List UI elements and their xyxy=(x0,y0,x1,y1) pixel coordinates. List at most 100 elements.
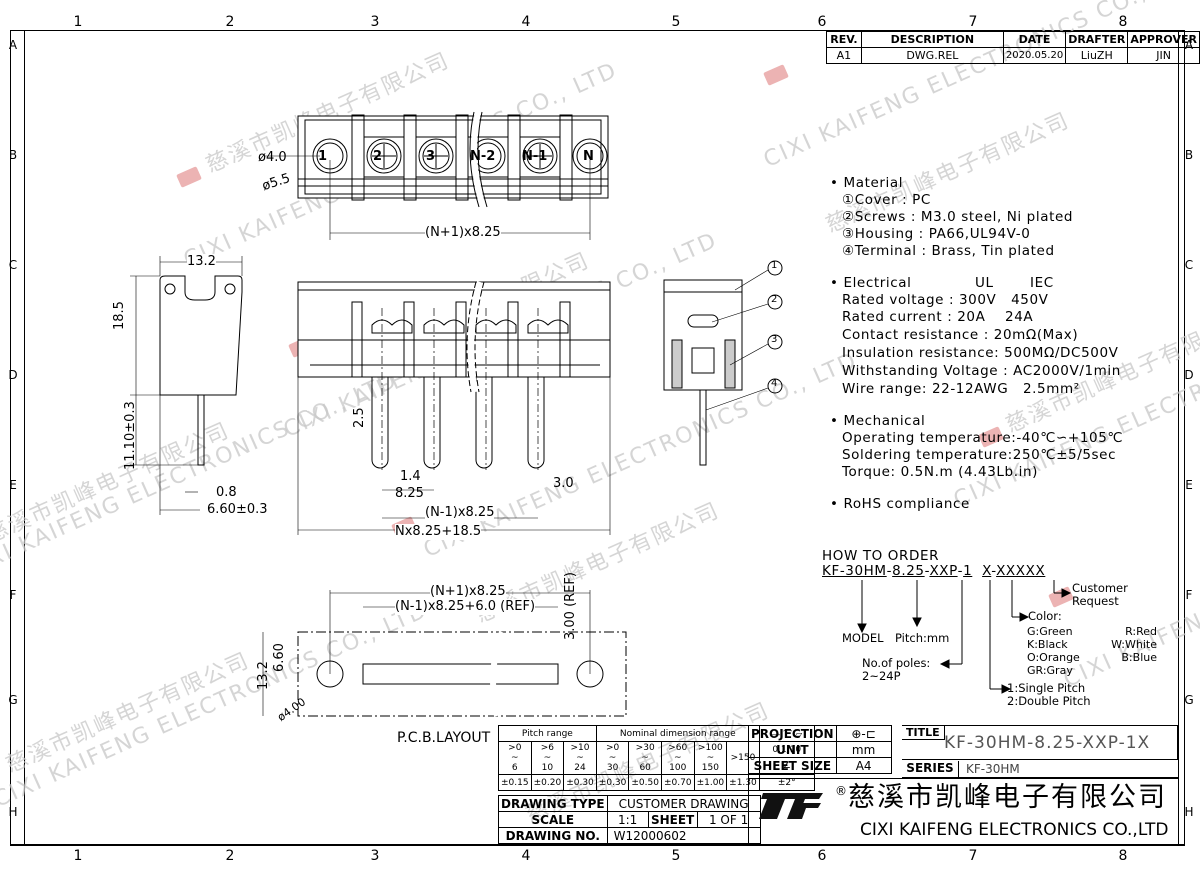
top-view xyxy=(265,111,609,240)
dim-pcb-slot: (N-1)x8.25+6.0 (REF) xyxy=(395,599,536,615)
dim-pin-length: 11.10±0.3 xyxy=(123,401,138,470)
dim-total-length: Nx8.25+18.5 xyxy=(395,524,482,540)
col-1-bottom: 1 xyxy=(73,848,83,864)
col-4-bottom: 4 xyxy=(521,848,531,864)
terminal-3: 3 xyxy=(426,149,436,164)
poles-line: No.of poles: xyxy=(862,656,931,670)
title-label: TITLE xyxy=(902,726,945,741)
dim-tail: 3.0 xyxy=(553,476,574,491)
order-code: KF-30HM-8.25-XXP-1 X-XXXXX xyxy=(822,563,1046,579)
title-block-divider xyxy=(748,778,1178,779)
rev-value: A1 xyxy=(826,47,862,64)
color-gray: GR:Gray xyxy=(1027,664,1073,677)
revision-table: REV. DESCRIPTION DATE DRAFTER APPROVER A… xyxy=(826,31,1200,64)
col-2: 2 xyxy=(225,14,235,30)
tolerance-cell: ±0.50 xyxy=(628,774,662,791)
dim-side-width: 13.2 xyxy=(187,254,216,270)
pitch-type-line: 1:Single Pitch xyxy=(1007,681,1086,695)
range-cell: >60~100 xyxy=(660,741,695,775)
row-B: B xyxy=(8,148,18,162)
callout-1: 1 xyxy=(771,260,778,271)
sheet-value: 1 OF 1 xyxy=(696,811,761,828)
pitch-range-header: Pitch range xyxy=(498,725,597,742)
row-C: C xyxy=(8,258,18,272)
drawing-info-table: DRAWING TYPE CUSTOMER DRAWING SCALE 1:1 … xyxy=(498,795,761,844)
row-F-right: F xyxy=(1185,588,1193,602)
pitch-type-line: 2:Double Pitch xyxy=(1007,694,1091,708)
code-poles: XXP xyxy=(929,563,958,579)
customer-line: Customer xyxy=(1072,581,1128,595)
table-row: A1 DWG.REL 2020.05.20 LiuZH JIN xyxy=(826,47,1200,64)
drafter-value: LiuZH xyxy=(1065,47,1129,64)
description-header: DESCRIPTION xyxy=(860,31,1004,48)
col-5-bottom: 5 xyxy=(671,848,681,864)
how-to-order: HOW TO ORDER KF-30HM-8.25-XXP-1 X-XXXXX … xyxy=(822,548,1172,718)
terminal-1: 1 xyxy=(318,149,328,164)
rev-header: REV. xyxy=(826,31,862,48)
row-D-right: D xyxy=(1184,368,1194,382)
col-1: 1 xyxy=(73,14,83,30)
drawing-frame-inner xyxy=(24,30,1179,845)
title-block-left-border xyxy=(748,725,749,845)
dim-top-span: (N+1)x8.25 xyxy=(425,225,501,241)
dim-pcb-slot-height: 3.00 (REF) xyxy=(563,572,578,640)
code-customer: XXXXX xyxy=(996,563,1046,579)
color-label: Color: xyxy=(1028,609,1062,623)
spec-line: Rated voltage : 300V 450V xyxy=(842,292,1049,308)
terminal-n: N xyxy=(583,149,594,164)
tolerance-cell: ±1.00 xyxy=(693,774,728,791)
color-red: R:Red xyxy=(1125,625,1157,638)
series-row: SERIES KF-30HM xyxy=(902,760,1178,778)
tolerance-cell: ±0.30 xyxy=(563,774,597,791)
registered-mark: ® xyxy=(835,784,847,798)
tolerance-cell: ±0.15 xyxy=(498,774,532,791)
terminal-n-1: N-1 xyxy=(522,149,548,164)
spec-line: Soldering temperature:250℃±5/5sec xyxy=(842,447,1117,463)
title-cell: TITLE KF-30HM-8.25-XXP-1X xyxy=(902,725,1178,760)
frame-bottom-line xyxy=(10,845,1185,846)
row-G-right: G xyxy=(1184,693,1194,707)
company-logo xyxy=(757,785,827,829)
col-8: 8 xyxy=(1118,14,1128,30)
specs-block: • Material ①Cover : PC ②Screws : M3.0 st… xyxy=(830,175,1123,513)
terminal-n-2: N-2 xyxy=(470,149,496,164)
range-cell: >0~30 xyxy=(595,741,630,775)
nominal-range-header: Nominal dimension range xyxy=(595,725,760,742)
spec-line: Withstanding Voltage : AC2000V/1min xyxy=(842,363,1121,379)
front-view xyxy=(297,281,611,535)
callout-4: 4 xyxy=(771,378,778,389)
model-label: MODEL xyxy=(842,631,884,645)
company-name-cn: 慈溪市凯峰电子有限公司 xyxy=(848,782,1167,813)
description-value: DWG.REL xyxy=(860,47,1004,64)
col-3: 3 xyxy=(370,14,380,30)
callout-2: 2 xyxy=(771,294,778,305)
spec-line: ③Housing : PA66,UL94V-0 xyxy=(842,226,1031,242)
row-B-right: B xyxy=(1184,148,1194,162)
dim-pcb-span: (N+1)x8.25 xyxy=(430,584,506,600)
dim-pin-offset: 6.60±0.3 xyxy=(207,502,268,517)
tolerance-cell: ±0.20 xyxy=(530,774,565,791)
col-6: 6 xyxy=(817,14,827,30)
title-value: KF-30HM-8.25-XXP-1X xyxy=(944,733,1151,753)
projection-symbol-icon: ⊕-⊏ xyxy=(835,725,892,742)
dim-hole-inner: ø4.0 xyxy=(258,150,287,165)
series-label: SERIES xyxy=(902,761,959,777)
color-orange: O:Orange xyxy=(1027,651,1080,664)
sheet-size-value: A4 xyxy=(835,757,892,774)
dim-front-span: (N-1)x8.25 xyxy=(425,505,495,521)
code-pitch: 8.25 xyxy=(892,563,925,579)
row-C-right: C xyxy=(1184,258,1194,272)
unit-label: UNIT xyxy=(748,741,837,758)
poles-label: No.of poles: 2~24P xyxy=(862,657,930,683)
row-A: A xyxy=(8,38,18,52)
range-cell: >100~150 xyxy=(693,741,728,775)
approver-value: JIN xyxy=(1127,47,1200,64)
tolerance-cell: ±0.70 xyxy=(660,774,695,791)
spec-line: Wire range: 22-12AWG 2.5mm² xyxy=(842,381,1080,397)
poles-line: 2~24P xyxy=(862,669,901,683)
callout-3: 3 xyxy=(771,334,778,345)
date-header: DATE xyxy=(1002,31,1067,48)
customer-line: Request xyxy=(1072,594,1119,608)
pitch-type-label: 1:Single Pitch 2:Double Pitch xyxy=(1007,682,1091,708)
electrical-heading: • Electrical UL IEC xyxy=(830,275,1123,292)
